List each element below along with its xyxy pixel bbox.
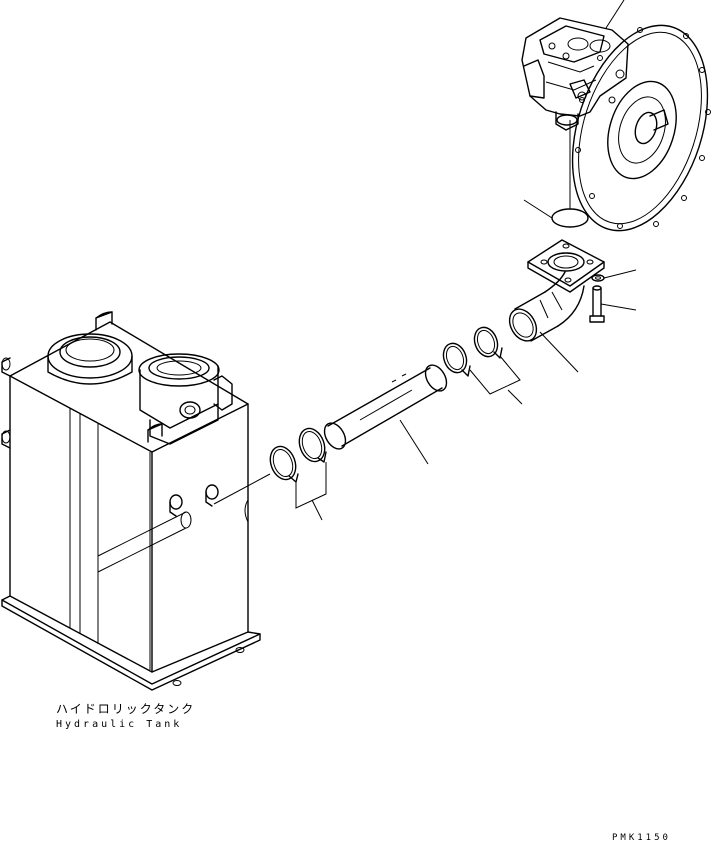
o-ring: [523, 120, 589, 228]
hydraulic-pump: [521, 0, 711, 232]
hydraulic-tank: [1, 311, 261, 691]
suction-elbow-pipe: [508, 239, 605, 373]
tank-label-english: Hydraulic Tank: [56, 719, 183, 730]
tank-label-japanese: ハイドロリックタンク: [56, 702, 196, 716]
hose-clamp-pair-upper: [442, 326, 523, 405]
hose-clamp-pair-lower: [269, 427, 327, 521]
assembly-center-line: [213, 473, 271, 505]
drawing-code: PMK1150: [612, 833, 671, 843]
suction-hose: [323, 364, 448, 465]
flange-bolt-and-washer: [589, 269, 637, 323]
